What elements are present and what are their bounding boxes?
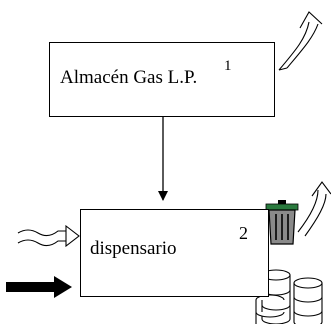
- node-label: Almacén Gas L.P.: [60, 67, 198, 88]
- node-label: dispensario: [90, 238, 177, 259]
- curved-arrow-icon: [297, 181, 331, 237]
- wavy-input-arrow-icon: [17, 224, 80, 248]
- node-dispensario: dispensario 2: [80, 209, 269, 297]
- node-almacen: Almacén Gas L.P. 1: [49, 42, 275, 117]
- trash-bin-icon: [265, 200, 299, 245]
- curved-arrow-icon: [278, 11, 323, 71]
- thick-input-arrow-icon: [6, 276, 72, 298]
- node-number: 2: [239, 223, 248, 243]
- node-number: 1: [224, 58, 232, 74]
- barrels-icon: [255, 269, 323, 324]
